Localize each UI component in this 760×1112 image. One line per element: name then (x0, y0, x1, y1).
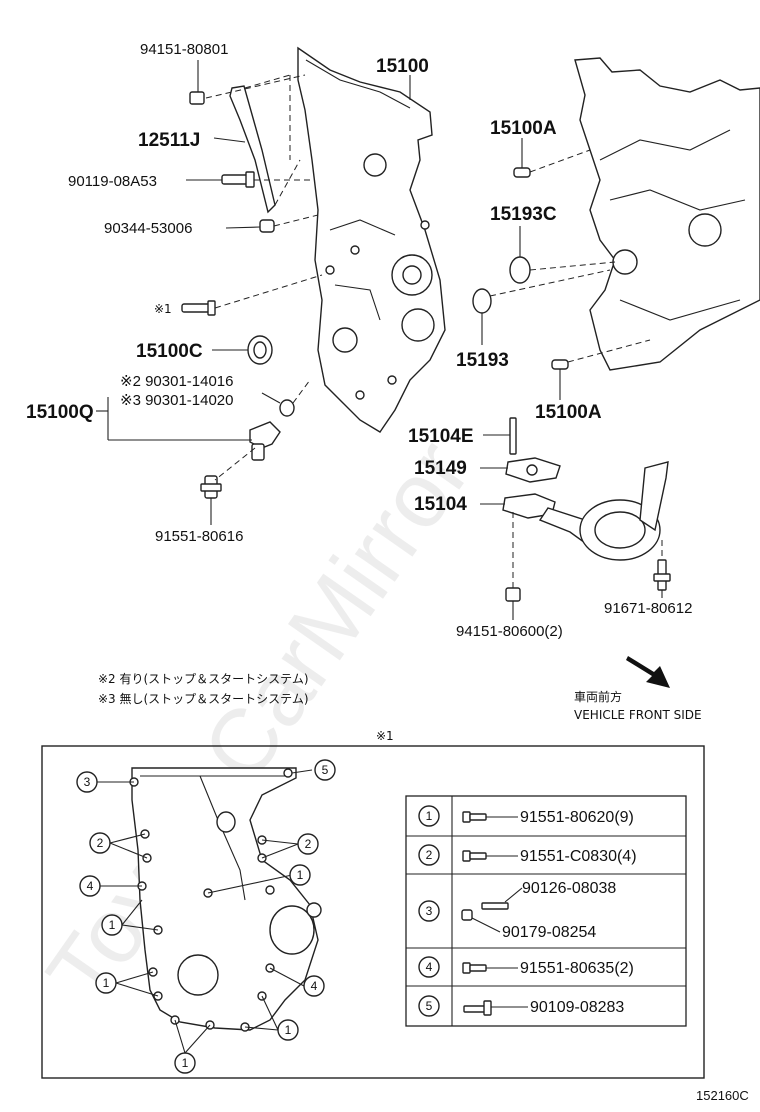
timing-chain-cover (297, 46, 446, 433)
label-ref1: ※1 (154, 302, 172, 316)
callout-2-icon: 2 (297, 833, 319, 855)
inset-frame (41, 745, 705, 1079)
label-91671-80612: 91671-80612 (604, 600, 692, 617)
callout-1-icon: 1 (174, 1052, 196, 1074)
inset-callouts: 3 5 2 2 4 1 1 1 4 1 1 (76, 759, 336, 1074)
label-15100c: 15100C (136, 341, 203, 362)
bolt-90119-08a53 (221, 171, 255, 188)
inset-title: ※1 (376, 729, 394, 743)
label-90301-14016: ※2 90301-14016 (120, 373, 234, 390)
label-15104e: 15104E (408, 426, 474, 447)
table-row: 4 91551-80635(2) (418, 956, 634, 978)
svg-text:5: 5 (426, 999, 433, 1013)
vehicle-front-arrow-icon (626, 656, 670, 688)
oil-strainer-15104 (502, 461, 669, 561)
chain-guide (229, 85, 276, 214)
callout-1-icon: 1 (277, 1019, 299, 1041)
svg-text:4: 4 (87, 879, 94, 893)
inset-cover-drawing (129, 767, 322, 1032)
o-ring-15193c (509, 256, 531, 284)
o-ring-90301 (279, 399, 295, 417)
bolt-icon (463, 1000, 492, 1016)
label-15104: 15104 (414, 494, 467, 515)
svg-text:1: 1 (103, 976, 110, 990)
label-12511j: 12511J (138, 130, 200, 151)
callout-2-icon: 2 (89, 832, 111, 854)
label-90119-08a53: 90119-08A53 (68, 173, 157, 190)
svg-text:91551-80620(9): 91551-80620(9) (520, 809, 634, 826)
notes: ※2 有り(ストップ＆スタートシステム) ※3 無し(ストップ＆スタートシステム… (98, 672, 702, 743)
vehicle-front-en: VEHICLE FRONT SIDE (574, 708, 702, 722)
callout-1-icon: 1 (95, 972, 117, 994)
plug-90344-53006 (259, 219, 275, 233)
svg-text:1: 1 (182, 1056, 189, 1070)
inset-bolt-table: 1 91551-80620(9) 2 91551-C0830(4) 3 (405, 795, 687, 1027)
oil-control-valve-15100q (249, 421, 281, 461)
bolt-91551-80616 (200, 475, 222, 499)
svg-text:3: 3 (426, 904, 433, 918)
svg-text:1: 1 (285, 1023, 292, 1037)
bolt-icon (462, 962, 487, 974)
figure-code: 152160C (696, 1088, 749, 1103)
svg-text:90179-08254: 90179-08254 (502, 924, 596, 941)
callout-3-icon: 3 (76, 771, 98, 793)
label-15100a-top: 15100A (490, 118, 557, 139)
svg-text:3: 3 (84, 775, 91, 789)
o-ring-15193 (472, 288, 492, 314)
bolt-ref1 (181, 300, 216, 316)
svg-text:5: 5 (322, 763, 329, 777)
stud-15104e (509, 417, 517, 455)
label-91551-80616: 91551-80616 (155, 528, 243, 545)
note-without-stop-start: ※3 無し(ストップ＆スタートシステム) (98, 691, 309, 706)
label-15193: 15193 (456, 350, 509, 371)
nut-94151-80600 (505, 587, 521, 602)
label-90301-14020: ※3 90301-14020 (120, 392, 234, 409)
pin-15100a-bottom (551, 359, 569, 370)
svg-text:2: 2 (305, 837, 312, 851)
stud-bolt-icon (461, 902, 509, 921)
oil-seal-15100c (247, 335, 273, 365)
callout-4-icon: 4 (79, 875, 101, 897)
svg-text:90109-08283: 90109-08283 (530, 999, 624, 1016)
svg-text:91551-80635(2): 91551-80635(2) (520, 960, 634, 977)
note-with-stop-start: ※2 有り(ストップ＆スタートシステム) (98, 672, 309, 686)
label-94151-80801: 94151-80801 (140, 41, 228, 58)
svg-text:4: 4 (426, 960, 433, 974)
label-94151-80600: 94151-80600(2) (456, 623, 563, 640)
bolt-91671-80612 (653, 559, 671, 591)
label-15100q: 15100Q (26, 402, 94, 423)
table-row: 5 90109-08283 (418, 995, 624, 1017)
bolt-icon (462, 850, 487, 862)
inset-leader-lines (97, 769, 313, 1054)
svg-text:90126-08038: 90126-08038 (522, 880, 616, 897)
label-15100: 15100 (376, 56, 429, 77)
table-row: 3 90126-08038 90179-08254 (418, 880, 616, 941)
svg-text:1: 1 (109, 918, 116, 932)
svg-text:2: 2 (97, 836, 104, 850)
callout-5-icon: 5 (314, 759, 336, 781)
bolt-94151-80801 (189, 91, 205, 105)
callout-4-icon: 4 (303, 975, 325, 997)
table-row: 2 91551-C0830(4) (418, 844, 637, 866)
label-15149: 15149 (414, 458, 467, 479)
svg-text:91551-C0830(4): 91551-C0830(4) (520, 848, 637, 865)
svg-text:4: 4 (311, 979, 318, 993)
label-90344-53006: 90344-53006 (104, 220, 192, 237)
pin-15100a-top (513, 167, 531, 178)
table-row: 1 91551-80620(9) (418, 805, 634, 827)
label-15193c: 15193C (490, 204, 557, 225)
svg-text:2: 2 (426, 848, 433, 862)
callout-1-icon: 1 (101, 914, 123, 936)
leader-lines (96, 60, 663, 620)
callout-1-icon: 1 (289, 864, 311, 886)
gasket-15149 (505, 457, 561, 483)
part-labels: 94151-80801 15100 12511J 90119-08A53 903… (26, 41, 692, 640)
label-15100a-bottom: 15100A (535, 402, 602, 423)
engine-block (574, 57, 760, 371)
bolt-icon (462, 811, 487, 823)
vehicle-front-jp: 車両前方 (574, 689, 622, 704)
svg-text:1: 1 (426, 809, 433, 823)
svg-text:1: 1 (297, 868, 304, 882)
